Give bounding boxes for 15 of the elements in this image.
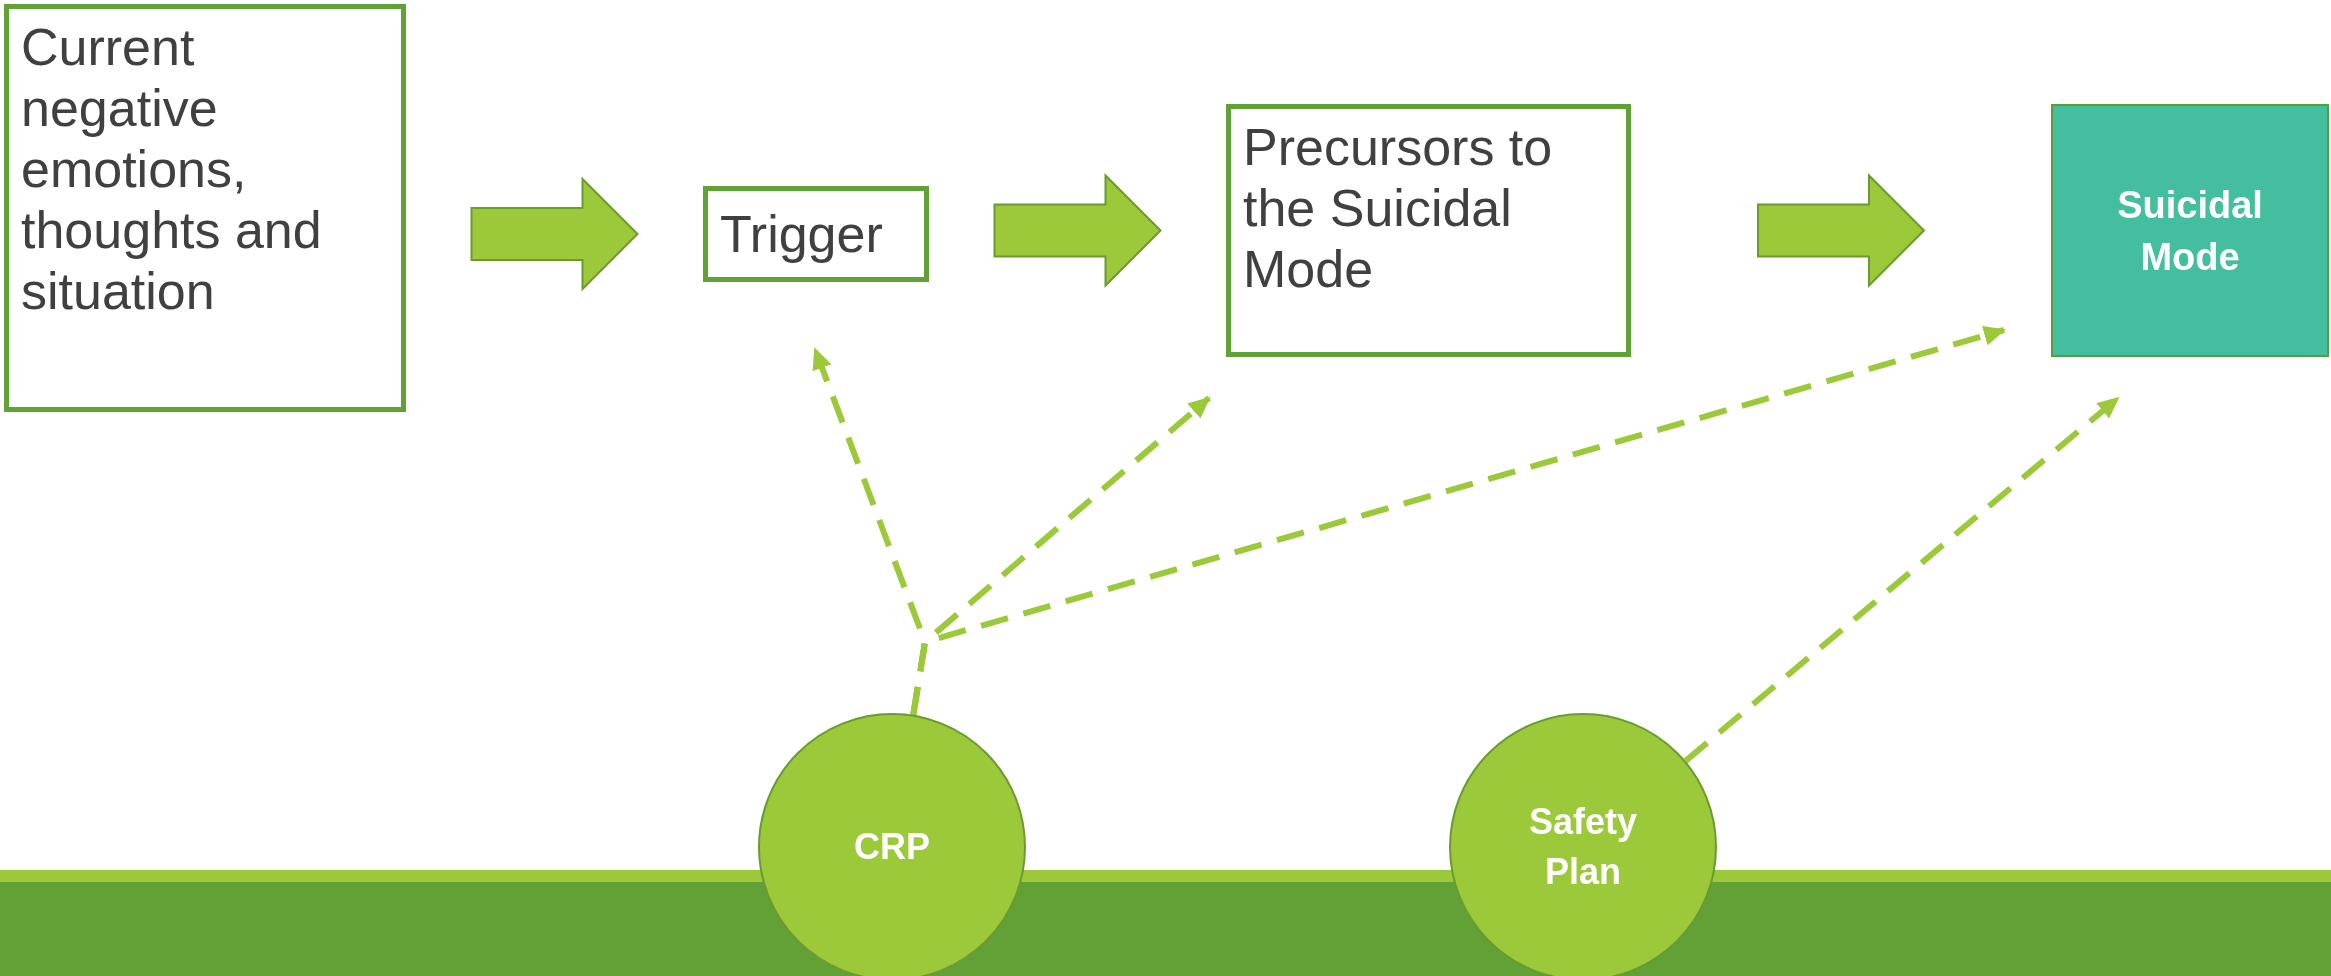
block-arrow bbox=[993, 173, 1162, 288]
circle-text: Safety Plan bbox=[1527, 800, 1639, 894]
process-box bbox=[703, 186, 929, 282]
circle-text: CRP bbox=[853, 825, 931, 869]
dashed-arrow bbox=[1683, 395, 2120, 764]
result-box bbox=[2051, 104, 2329, 357]
block-arrow bbox=[1757, 173, 1926, 288]
box-text: Trigger bbox=[720, 203, 884, 265]
box-text: Precursors to the Suicidal Mode bbox=[1243, 117, 1554, 300]
box-text: Suicidal Mode bbox=[2116, 182, 2264, 280]
process-box bbox=[1226, 104, 1631, 357]
block-arrow bbox=[470, 176, 639, 292]
box-text: Current negative emotions, thoughts and situation bbox=[21, 17, 323, 322]
dashed-arrow bbox=[910, 325, 2006, 716]
process-box bbox=[4, 4, 406, 412]
